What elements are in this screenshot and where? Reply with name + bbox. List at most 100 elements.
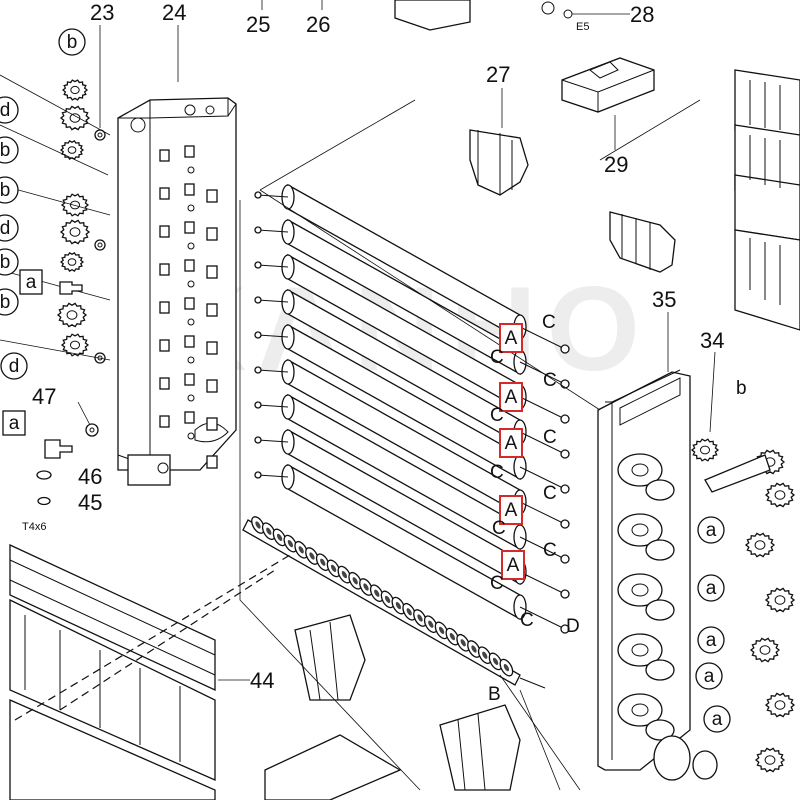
callout-44: 44 xyxy=(250,668,274,693)
marker-a-circle: a xyxy=(697,574,725,602)
callout-47: 47 xyxy=(32,384,56,409)
lower-guides xyxy=(9,543,521,801)
roller-3 xyxy=(254,288,570,459)
marker-d-circle: d xyxy=(0,352,28,380)
svg-text:b: b xyxy=(0,140,10,161)
marker-b-circle: b xyxy=(0,248,19,276)
label-C-9: C xyxy=(490,573,504,594)
marker-d-circle: d xyxy=(0,96,19,124)
callout-28: 28 xyxy=(630,2,654,27)
left-gear-2 xyxy=(59,140,85,160)
marker-a-circle: a xyxy=(703,705,731,733)
marker-a-circle: a xyxy=(695,662,723,690)
svg-text:A: A xyxy=(505,387,518,408)
label-C-8: C xyxy=(543,540,557,561)
side-frame-right xyxy=(597,369,691,771)
label-C-0: C xyxy=(542,312,556,333)
side-frame-left xyxy=(117,97,237,486)
left-gear-0 xyxy=(61,79,89,101)
right-gear-6 xyxy=(764,692,796,718)
right-gear-2 xyxy=(764,482,796,508)
right-gear-0 xyxy=(690,438,720,462)
guide-brackets-top xyxy=(394,0,800,331)
left-gear-5 xyxy=(59,252,85,272)
marker-A-red: A xyxy=(499,495,523,525)
leader-lines xyxy=(0,0,716,791)
callout-45: 45 xyxy=(78,490,102,515)
marker-a-box: a xyxy=(19,269,43,295)
callout-numbers: 23 24 25 26 27 28 29 34 35 44 45 46 47 E… xyxy=(22,0,747,705)
marker-b-circle: b xyxy=(0,136,19,164)
callout-27: 27 xyxy=(486,62,510,87)
callout-24: 24 xyxy=(162,0,186,25)
svg-text:b: b xyxy=(0,180,10,201)
label-C-4: C xyxy=(543,427,557,448)
svg-text:a: a xyxy=(712,709,723,730)
svg-text:a: a xyxy=(26,272,37,293)
fasteners xyxy=(36,281,99,506)
svg-text:d: d xyxy=(0,100,10,121)
left-gear-6 xyxy=(56,302,88,328)
marker-b-circle: b xyxy=(0,176,19,204)
svg-text:b: b xyxy=(0,292,10,313)
roller-6 xyxy=(254,393,570,564)
label-C-6: C xyxy=(543,483,557,504)
roller-set xyxy=(254,183,570,634)
helical-feed-shaft xyxy=(242,516,546,689)
svg-text:A: A xyxy=(507,555,520,576)
left-gear-stack xyxy=(56,79,106,364)
callout-46: 46 xyxy=(78,464,102,489)
right-gear-3 xyxy=(744,532,776,558)
svg-text:a: a xyxy=(706,578,717,599)
svg-text:a: a xyxy=(704,666,715,687)
left-gear-3 xyxy=(60,193,90,217)
label-C-3: C xyxy=(490,405,504,426)
tag-e5: E5 xyxy=(576,21,589,33)
svg-text:A: A xyxy=(505,328,518,349)
marker-d-circle: d xyxy=(0,214,19,242)
callout-25: 25 xyxy=(246,12,270,37)
left-gear-7 xyxy=(60,333,90,357)
bottom-pulley xyxy=(653,735,691,781)
label-C-2: C xyxy=(543,370,557,391)
timing-belt xyxy=(704,454,771,493)
tag-t4x6: T4x6 xyxy=(22,521,46,533)
label-C-7: C xyxy=(492,518,506,539)
label-C-10: C xyxy=(520,610,534,631)
right-gear-4 xyxy=(764,587,796,613)
roller-4 xyxy=(254,323,570,494)
callout-23: 23 xyxy=(90,0,114,25)
svg-text:A: A xyxy=(505,433,518,454)
svg-text:A: A xyxy=(505,500,518,521)
marker-b-circle: b xyxy=(58,28,86,56)
callout-26: 26 xyxy=(306,12,330,37)
svg-text:a: a xyxy=(706,520,717,541)
roller-8 xyxy=(254,463,570,634)
letter-D: D xyxy=(566,616,580,637)
left-gear-1 xyxy=(59,105,91,131)
right-gear-7 xyxy=(754,747,786,773)
svg-text:d: d xyxy=(9,356,20,377)
marker-a-circle: a xyxy=(697,626,725,654)
marker-A-red: A xyxy=(501,550,525,580)
letter-b-right: b xyxy=(736,378,747,399)
svg-text:b: b xyxy=(0,252,10,273)
marker-A-red: A xyxy=(499,323,523,353)
marker-A-red: A xyxy=(499,428,523,458)
left-gear-4 xyxy=(59,219,91,245)
marker-a-circle: a xyxy=(697,516,725,544)
label-C-5: C xyxy=(490,462,504,483)
marker-A-red: A xyxy=(499,382,523,412)
marker-a-box: a xyxy=(2,410,26,436)
marker-b-circle: b xyxy=(0,288,19,316)
callout-29: 29 xyxy=(604,152,628,177)
svg-text:d: d xyxy=(0,218,10,239)
callout-35: 35 xyxy=(652,287,676,312)
left-washer-1 xyxy=(94,239,106,251)
letter-B: B xyxy=(488,684,501,705)
label-C-1: C xyxy=(490,347,504,368)
callout-34: 34 xyxy=(700,328,724,353)
